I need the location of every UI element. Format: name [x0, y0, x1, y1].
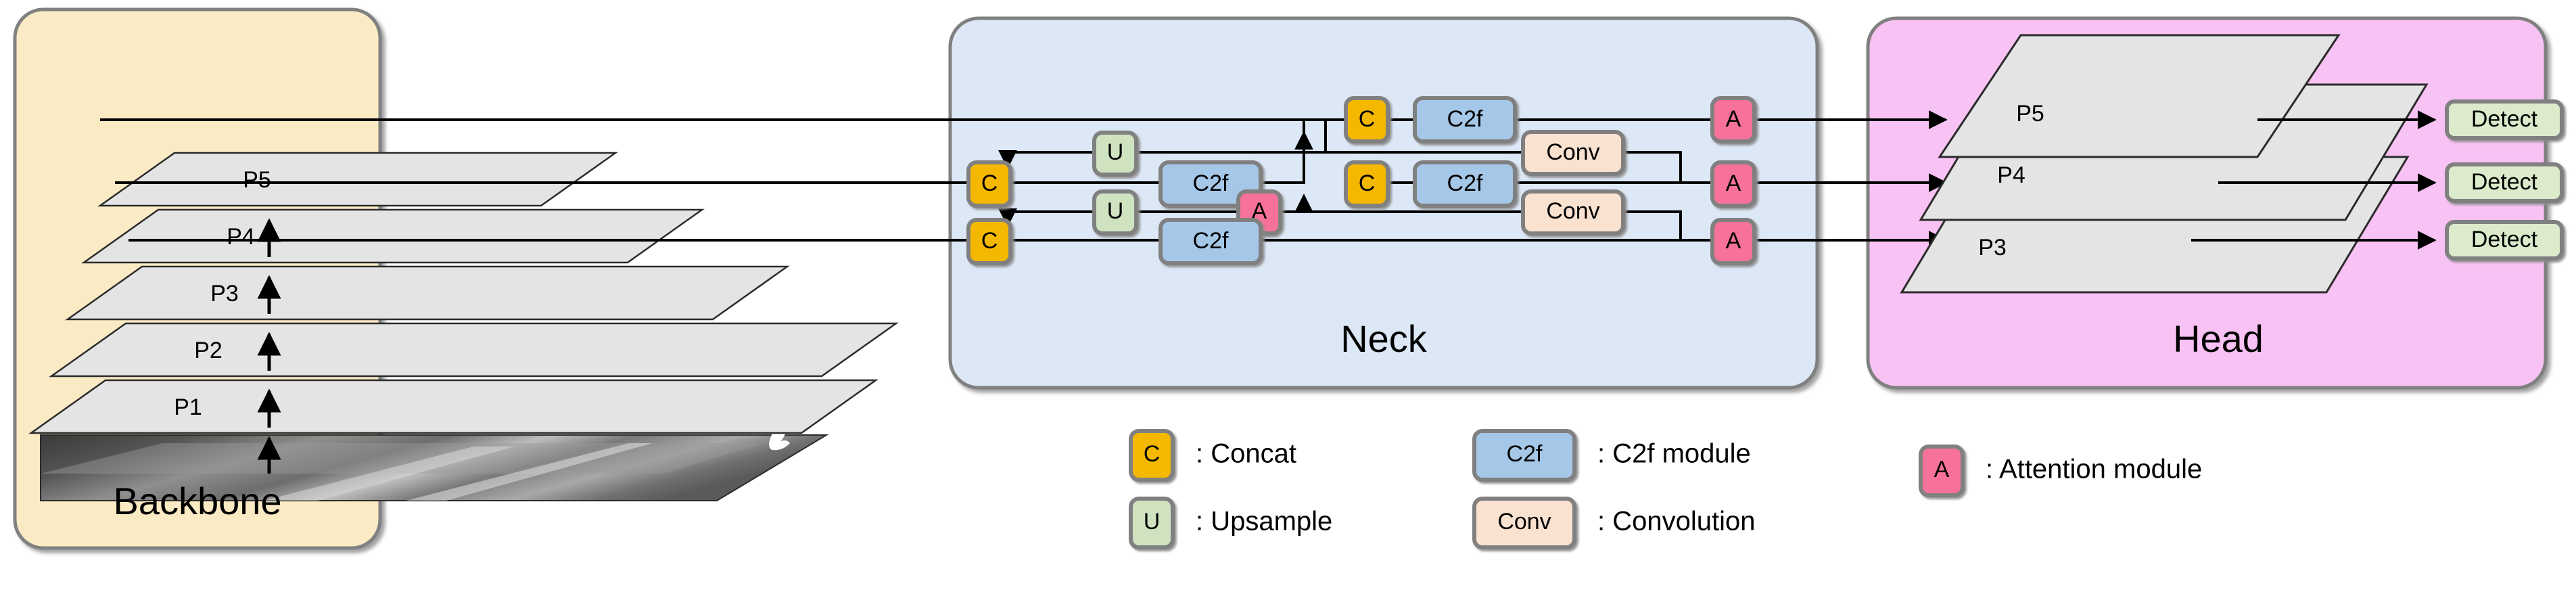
neck-c2f-mid-left[interactable]: C2f — [1158, 160, 1263, 208]
c2f-node-rect[interactable] — [1158, 160, 1263, 208]
concat-node-rect[interactable] — [966, 160, 1012, 208]
backbone-p5-label: P5 — [243, 167, 271, 193]
detect-box-rect[interactable] — [2445, 162, 2564, 203]
c2f-mid-label: C2f — [1447, 170, 1483, 196]
neck-upsample-upper[interactable]: U — [1092, 131, 1138, 177]
legend-upsample-swatch — [1129, 497, 1175, 549]
upsample-node-rect[interactable] — [1092, 131, 1138, 177]
legend-item-concat: C : Concat — [1129, 429, 1296, 482]
legend-item-upsample: U : Upsample — [1129, 497, 1332, 549]
legend-concat-glyph: C — [1144, 441, 1161, 467]
backbone-input-image — [40, 427, 829, 501]
concat-bottom-label: C — [981, 228, 998, 254]
backbone-p1-label: P1 — [174, 394, 202, 420]
concat-node-rect[interactable] — [1344, 160, 1390, 208]
backbone-p2-label: P2 — [194, 338, 223, 363]
attention-node-rect[interactable] — [1710, 218, 1756, 265]
neck-conv-lower[interactable]: Conv — [1521, 189, 1625, 235]
upsample-lower-label: U — [1107, 198, 1124, 224]
backbone-panel-label: Backbone — [113, 480, 281, 522]
legend-c2f-swatch — [1472, 429, 1576, 482]
backbone-p4-label: P4 — [227, 224, 255, 250]
head-panel-label: Head — [2173, 317, 2264, 360]
attention-top-label: A — [1726, 106, 1741, 132]
legend-item-attention: A : Attention module — [1919, 445, 2202, 497]
c2f-node-rect[interactable] — [1413, 160, 1517, 208]
neck-attention-mid[interactable]: A — [1710, 160, 1756, 208]
attention-node-rect[interactable] — [1710, 160, 1756, 208]
concat-node-rect[interactable] — [966, 218, 1012, 265]
c2f-node-rect[interactable] — [1158, 218, 1263, 265]
head-p3-label: P3 — [1978, 235, 2007, 260]
head-to-detect-links — [2191, 110, 2437, 250]
detect-label-p3: Detect — [2471, 227, 2538, 252]
head-p4-label: P4 — [1997, 162, 2025, 188]
c2f-top-label: C2f — [1447, 106, 1483, 132]
backbone-sheet-p2: P2 — [49, 322, 899, 378]
neck-concat-top[interactable]: C — [1344, 96, 1390, 143]
neck-c2f-bottom[interactable]: C2f — [1158, 218, 1263, 265]
concat-mid-left-label: C — [981, 170, 998, 196]
c2f-bottom-label: C2f — [1193, 228, 1229, 254]
neck-panel-label: Neck — [1340, 317, 1428, 360]
neck-conv-upper[interactable]: Conv — [1521, 130, 1625, 176]
detect-box-rect[interactable] — [2445, 220, 2564, 260]
concat-top-label: C — [1359, 106, 1376, 132]
upsample-upper-label: U — [1107, 139, 1124, 165]
upsample-node-rect[interactable] — [1092, 189, 1138, 235]
detect-box-rect[interactable] — [2445, 99, 2564, 140]
conv-upper-label: Conv — [1546, 139, 1599, 165]
legend-attention-swatch — [1919, 445, 1965, 497]
legend-upsample-text: : Upsample — [1196, 507, 1332, 537]
legend-item-conv: Conv : Convolution — [1472, 497, 1755, 549]
neck-upsample-lower[interactable]: U — [1092, 189, 1138, 235]
concat-node-rect[interactable] — [1344, 96, 1390, 143]
backbone-sheet-p3: P3 — [65, 265, 790, 321]
neck-c2f-top[interactable]: C2f — [1413, 96, 1517, 143]
neck-concat-mid-left[interactable]: C — [966, 160, 1012, 208]
c2f-node-rect[interactable] — [1413, 96, 1517, 143]
legend-conv-swatch — [1472, 497, 1576, 549]
detect-button-p5[interactable]: Detect — [2445, 99, 2564, 140]
neck-attention-bottom[interactable]: A — [1710, 218, 1756, 265]
detect-label-p4: Detect — [2471, 169, 2538, 195]
detect-label-p5: Detect — [2471, 106, 2538, 132]
attention-upsample-row-label: A — [1252, 198, 1267, 224]
legend-upsample-glyph: U — [1144, 509, 1161, 534]
backbone-sheet-p4: P4 — [81, 208, 705, 264]
attention-mid-label: A — [1726, 170, 1741, 196]
c2f-mid-left-label: C2f — [1193, 170, 1229, 196]
neck-attention-top[interactable]: A — [1710, 96, 1756, 143]
legend-item-c2f: C2f : C2f module — [1472, 429, 1751, 482]
neck-concat-mid[interactable]: C — [1344, 160, 1390, 208]
concat-mid-label: C — [1359, 170, 1376, 196]
legend-c2f-glyph: C2f — [1507, 441, 1543, 467]
neck-c2f-mid[interactable]: C2f — [1413, 160, 1517, 208]
backbone-p3-label: P3 — [210, 281, 239, 306]
neck-concat-bottom[interactable]: C — [966, 218, 1012, 265]
detect-button-p3[interactable]: Detect — [2445, 220, 2564, 260]
legend-attention-glyph: A — [1934, 457, 1950, 482]
legend-conv-text: : Convolution — [1597, 507, 1755, 537]
backbone-sheet-p5: P5 — [97, 152, 618, 207]
conv-node-rect[interactable] — [1521, 189, 1625, 235]
attention-bottom-label: A — [1726, 228, 1741, 254]
legend-concat-text: : Concat — [1196, 439, 1296, 469]
legend-attention-text: : Attention module — [1986, 455, 2202, 484]
conv-node-rect[interactable] — [1521, 130, 1625, 176]
head-p5-label: P5 — [2016, 101, 2044, 127]
conv-lower-label: Conv — [1546, 198, 1599, 224]
legend-c2f-text: : C2f module — [1597, 439, 1751, 469]
backbone-sheet-p1: P1 — [28, 379, 879, 434]
backbone-to-neck-links — [100, 118, 1008, 250]
detect-button-p4[interactable]: Detect — [2445, 162, 2564, 203]
attention-node-rect[interactable] — [1710, 96, 1756, 143]
legend-concat-swatch — [1129, 429, 1175, 482]
head-sheet-p5: P5 — [1938, 34, 2341, 158]
neck-wiring — [998, 110, 1948, 250]
legend-conv-glyph: Conv — [1497, 509, 1551, 534]
